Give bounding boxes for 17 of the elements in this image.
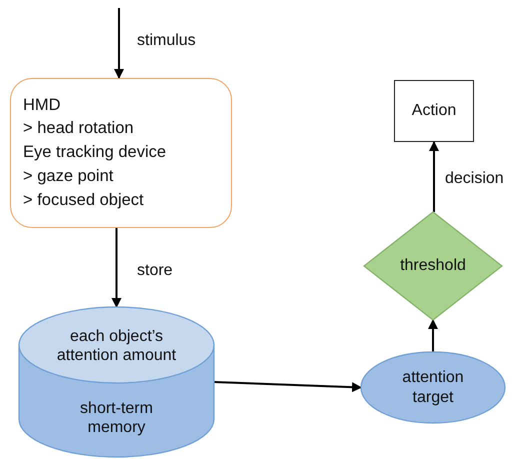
device-text: Eye tracking device: [23, 143, 166, 163]
device-text: HMD: [23, 96, 61, 116]
arrow: [429, 141, 439, 212]
node-text: threshold: [400, 256, 466, 276]
action-box: [394, 80, 474, 142]
device-text: > focused object: [23, 190, 144, 210]
node-text: Action: [412, 101, 456, 121]
arrow: [114, 8, 124, 79]
node-text: each object’s attention amount: [56, 326, 178, 366]
arrow: [428, 319, 438, 352]
device-text: > head rotation: [23, 119, 134, 140]
device-box: [10, 78, 232, 228]
arrow: [214, 381, 362, 392]
node-text: short-term memory: [79, 398, 154, 438]
node-text: attention target: [401, 368, 465, 407]
arrow: [112, 228, 122, 308]
device-text: > gaze point: [23, 166, 114, 187]
